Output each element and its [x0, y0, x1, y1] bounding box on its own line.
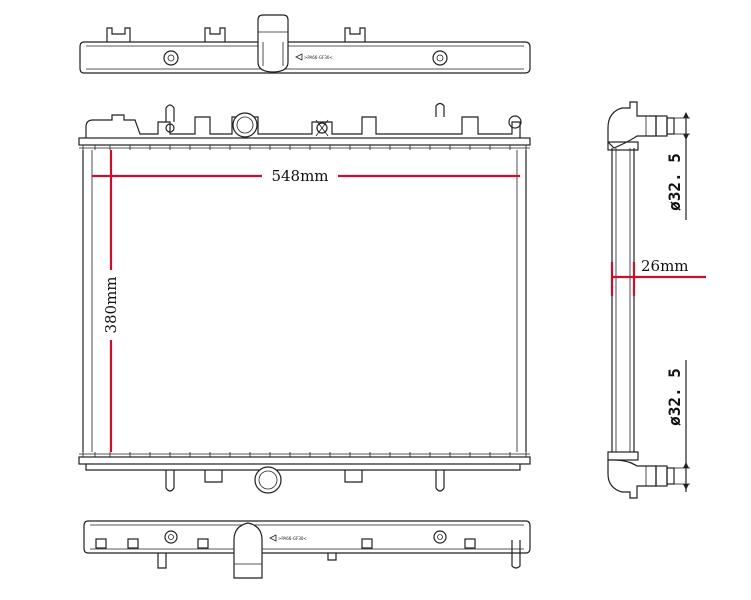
- svg-text:>PA66-GF30<: >PA66-GF30<: [304, 55, 333, 60]
- height-dimension: 380mm: [102, 150, 120, 452]
- width-dimension: 548mm: [92, 167, 520, 185]
- bottom-view: >PA66-GF30<: [83, 520, 531, 579]
- outlet-diameter-dimension: ø32. 5: [665, 360, 690, 492]
- thickness-label: 26mm: [641, 257, 689, 275]
- top-view: >PA66-GF30<: [79, 14, 531, 74]
- inlet-diameter-label: ø32. 5: [665, 153, 684, 211]
- thickness-dimension: 26mm: [610, 257, 706, 296]
- side-view: [607, 101, 675, 499]
- front-view: [78, 102, 531, 494]
- inlet-diameter-dimension: ø32. 5: [665, 112, 690, 220]
- svg-text:>PA66-GF30<: >PA66-GF30<: [278, 536, 307, 541]
- outlet-diameter-label: ø32. 5: [665, 368, 684, 426]
- height-label: 380mm: [102, 276, 120, 333]
- width-label: 548mm: [271, 167, 328, 185]
